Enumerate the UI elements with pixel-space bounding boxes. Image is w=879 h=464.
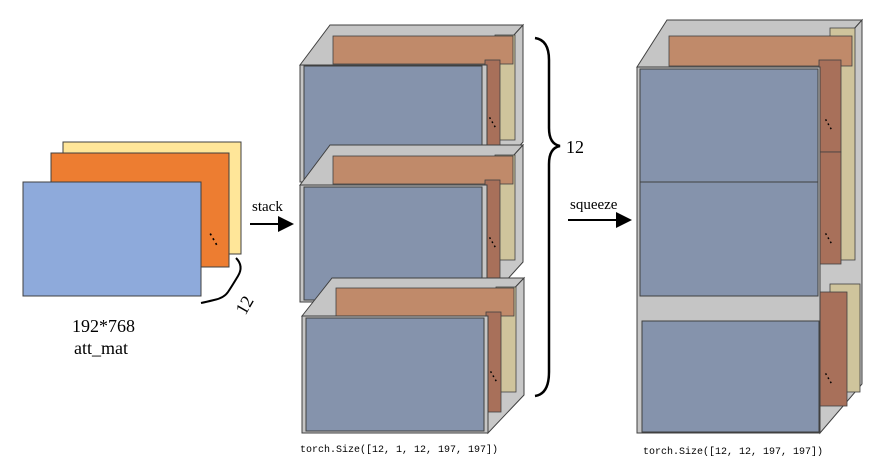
left-ellipsis: ⋮ xyxy=(203,228,225,251)
stack-box-3: ⋮ xyxy=(300,276,526,435)
stack-count-brace xyxy=(534,36,561,398)
stacked-tensor: ⋮ ⋮ ⋮ 12 torch.Size([12, 1, 12, 197, xyxy=(299,23,584,456)
box2-copper-back xyxy=(332,155,514,185)
squeezed-slate-3 xyxy=(641,320,820,433)
squeezed-slate-1 xyxy=(639,68,819,183)
squeezed-slate-2 xyxy=(639,181,819,297)
squeezed-ellipsis-3: ⋮ xyxy=(819,369,839,389)
left-count-brace xyxy=(200,257,242,304)
squeeze-arrow-label: squeeze xyxy=(570,197,618,213)
squeezed-ellipsis-2: ⋮ xyxy=(819,229,839,249)
stack-arrow-group: stack xyxy=(250,199,294,232)
squeezed-shape-label: torch.Size([12, 12, 197, 197]) xyxy=(643,446,823,458)
box1-copper-back xyxy=(332,35,514,65)
stack-arrow-label: stack xyxy=(252,199,283,215)
box3-slate-front xyxy=(305,317,485,432)
box1-ellipsis: ⋮ xyxy=(483,113,503,133)
left-count-label: 12 xyxy=(231,292,257,318)
squeezed-copper-side-1 xyxy=(818,59,842,153)
squeezed-ellipsis-1: ⋮ xyxy=(819,115,839,135)
squeezed-copper-side-2 xyxy=(818,151,842,265)
box3-ellipsis: ⋮ xyxy=(484,367,504,387)
blue-sheet xyxy=(22,181,202,297)
squeeze-arrow-group: squeeze xyxy=(568,197,632,228)
squeezed-tensor: ⋮ ⋮ ⋮ torch.Size([12, 12, 197, 197]) xyxy=(636,18,864,458)
squeezed-copper-side-3 xyxy=(818,291,848,407)
stack-shape-label: torch.Size([12, 1, 12, 197, 197]) xyxy=(300,444,498,456)
att-mat-stack: ⋮ 12 192*768 att_mat xyxy=(22,141,258,358)
stack-count-label: 12 xyxy=(566,137,584,157)
name-label: att_mat xyxy=(74,338,128,358)
size-label: 192*768 xyxy=(72,316,135,336)
box2-ellipsis: ⋮ xyxy=(483,233,503,253)
